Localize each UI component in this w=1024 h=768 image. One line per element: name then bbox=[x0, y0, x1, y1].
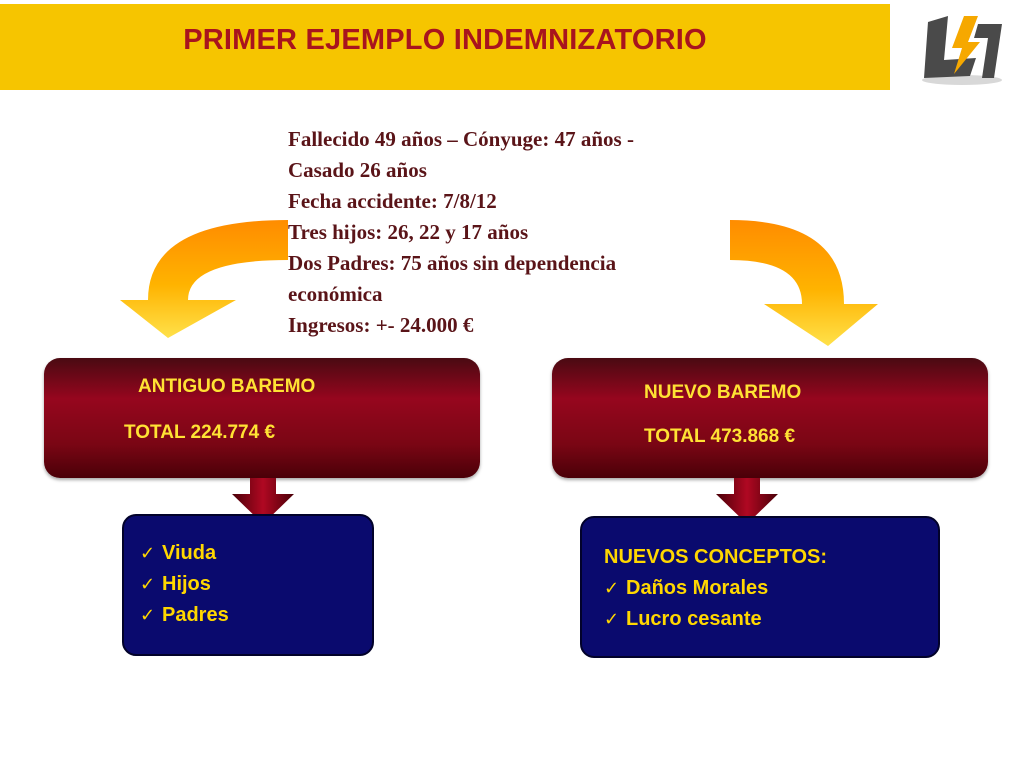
slide-title: PRIMER EJEMPLO INDEMNIZATORIO bbox=[183, 24, 707, 56]
antiguo-baremo-title: ANTIGUO BAREMO bbox=[138, 376, 316, 397]
info-line: Fallecido 49 años – Cónyuge: 47 años - bbox=[288, 127, 634, 151]
check-icon: ✓ bbox=[604, 578, 620, 598]
antiguo-baremo-card: ANTIGUO BAREMO TOTAL 224.774 € bbox=[44, 358, 480, 478]
list-item: ✓Padres bbox=[140, 600, 229, 631]
list-item: ✓Daños Morales bbox=[604, 573, 827, 604]
title-bar bbox=[0, 4, 890, 90]
nuevo-total: TOTAL 473.868 € bbox=[644, 426, 796, 447]
down-arrow-icon bbox=[716, 478, 778, 524]
curved-arrow-left-icon bbox=[120, 220, 288, 338]
antiguo-total: TOTAL 224.774 € bbox=[124, 422, 276, 443]
nuevo-baremo-card: NUEVO BAREMO TOTAL 473.868 € bbox=[552, 358, 988, 478]
info-line: Casado 26 años bbox=[288, 158, 427, 182]
list-item: ✓Lucro cesante bbox=[604, 604, 827, 635]
check-icon: ✓ bbox=[604, 609, 620, 629]
curved-arrow-right-icon bbox=[730, 220, 878, 346]
info-line: Tres hijos: 26, 22 y 17 años bbox=[288, 220, 529, 244]
nuevos-conceptos-heading: NUEVOS CONCEPTOS: bbox=[604, 546, 827, 568]
info-line: económica bbox=[288, 282, 383, 306]
list-item: ✓Hijos bbox=[140, 569, 229, 600]
list-item: ✓Viuda bbox=[140, 538, 229, 569]
check-icon: ✓ bbox=[140, 605, 156, 625]
case-details: Fallecido 49 años – Cónyuge: 47 años - C… bbox=[288, 124, 758, 341]
check-icon: ✓ bbox=[140, 543, 156, 563]
info-line: Ingresos: +- 24.000 € bbox=[288, 313, 474, 337]
info-line: Dos Padres: 75 años sin dependencia bbox=[288, 251, 617, 275]
check-icon: ✓ bbox=[140, 574, 156, 594]
nuevo-items-box: NUEVOS CONCEPTOS: ✓Daños Morales ✓Lucro … bbox=[580, 516, 940, 658]
info-line: Fecha accidente: 7/8/12 bbox=[288, 189, 497, 213]
down-arrow-icon bbox=[232, 478, 294, 524]
nuevo-baremo-title: NUEVO BAREMO bbox=[644, 382, 802, 403]
antiguo-items-box: ✓Viuda ✓Hijos ✓Padres bbox=[122, 514, 374, 656]
company-logo-icon bbox=[922, 16, 1002, 85]
